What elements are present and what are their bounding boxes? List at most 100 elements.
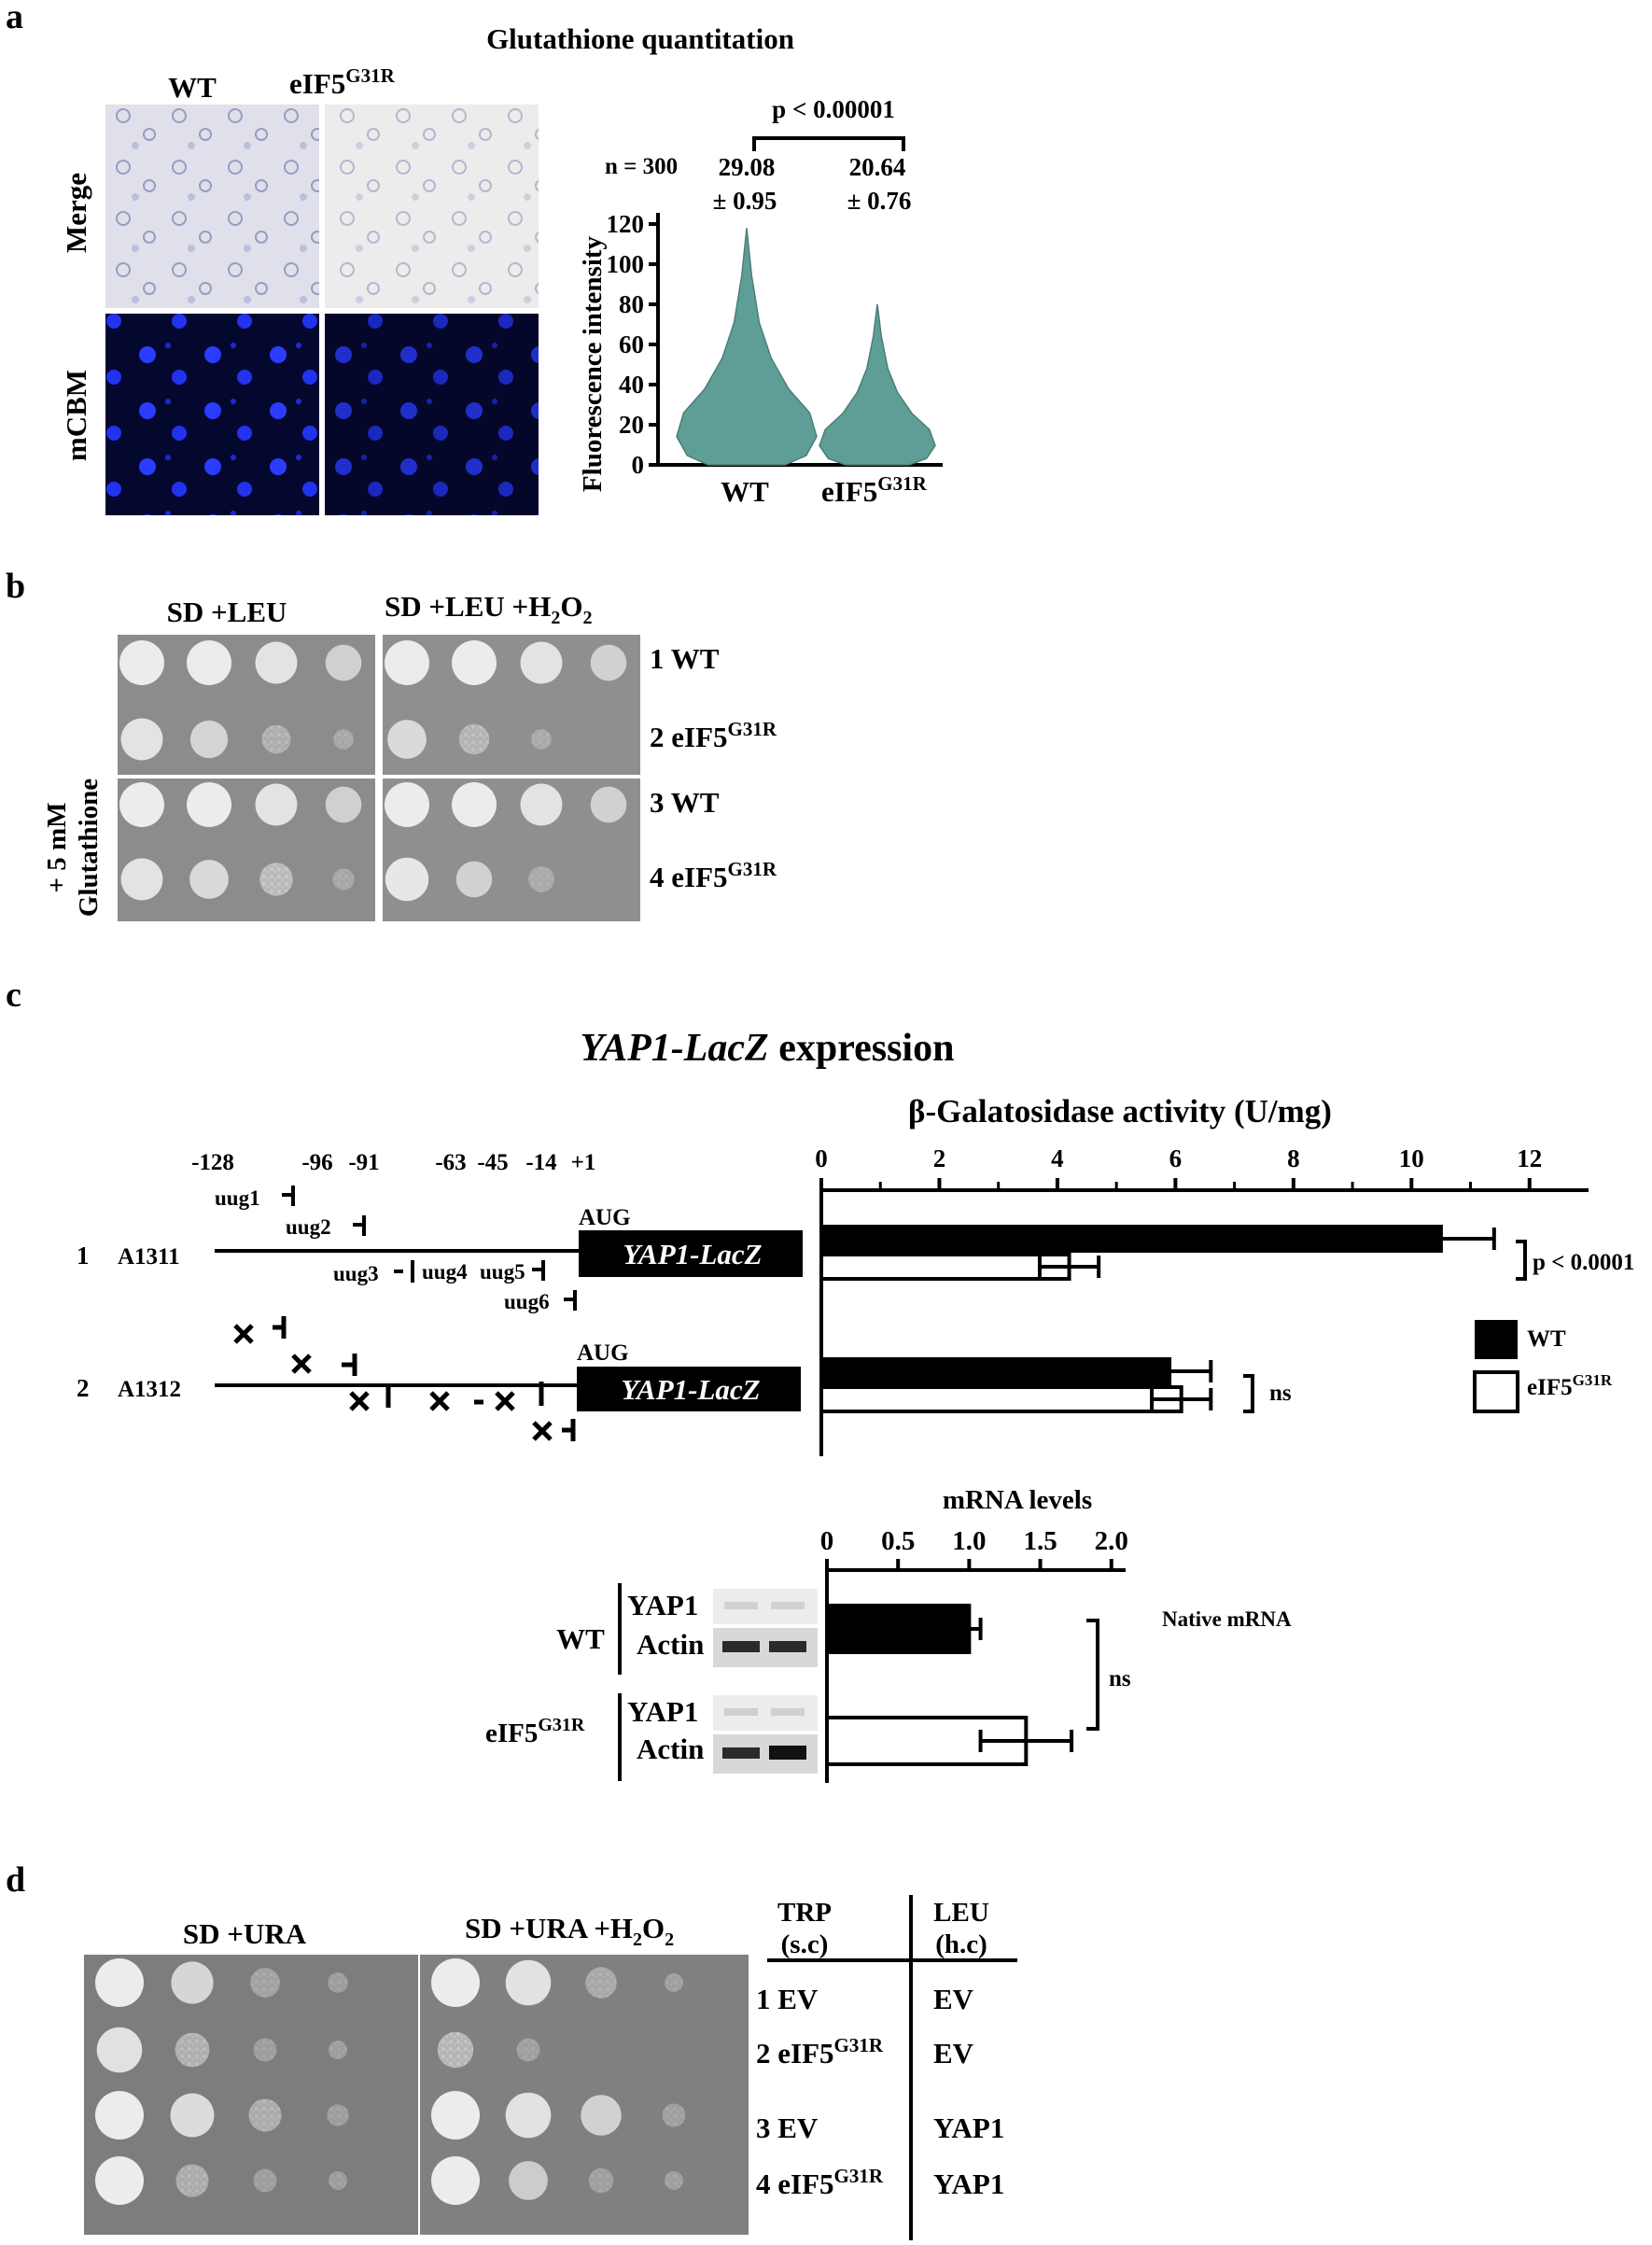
- aug-label: AUG: [577, 1340, 629, 1366]
- yeast-spot: [531, 729, 552, 750]
- micrograph-merge-mutant: [325, 105, 539, 308]
- yeast-spot: [96, 2027, 143, 2073]
- uug-label: uug5: [480, 1260, 525, 1284]
- table-header-leu-sub: (h.c): [935, 1929, 987, 1959]
- media-label-sd-ura: SD +URA: [183, 1917, 307, 1950]
- yeast-spot: [585, 1967, 617, 1999]
- betagal-x-tick-label: 8: [1287, 1144, 1300, 1172]
- table-header-trp-sub: (s.c): [781, 1929, 829, 1959]
- position-label: -63: [435, 1150, 466, 1175]
- yeast-spot: [261, 724, 291, 754]
- trp-plasmid-label: 1 EV: [756, 1983, 819, 2015]
- yeast-spot: [590, 786, 627, 823]
- yeast-spot: [170, 2093, 215, 2138]
- yeast-spot: [505, 1959, 552, 2006]
- violin-y-tick-label: 0: [632, 451, 645, 479]
- yeast-spot: [505, 2092, 552, 2139]
- significance-label-2: ns: [1269, 1381, 1292, 1406]
- micrograph-merge-wt: [105, 105, 319, 308]
- table-header-trp: TRP: [777, 1898, 832, 1928]
- uug-label: uug6: [504, 1290, 550, 1313]
- yeast-spot: [662, 2103, 686, 2127]
- gel-row-yap1: YAP1: [627, 1589, 698, 1621]
- legend-swatch-mutant: [1473, 1370, 1519, 1413]
- position-label: -14: [525, 1150, 557, 1175]
- strain-label: 4 eIF5G31R: [650, 858, 777, 893]
- construct-1-name: A1311: [118, 1244, 180, 1270]
- media-label-sd-leu: SD +LEU: [167, 596, 287, 628]
- construct-2-name: A1312: [118, 1377, 181, 1402]
- yeast-spot: [250, 1968, 280, 1998]
- native-mrna-label: Native mRNA: [1162, 1607, 1292, 1631]
- mrna-x-tick-label: 1.5: [1023, 1526, 1057, 1556]
- yeast-spot: [329, 2041, 347, 2059]
- yeast-spot: [175, 2164, 209, 2197]
- construct-diagram: -128 -96 -91 -63 -45 -14 +1 1 A1311 uug1…: [77, 1150, 803, 1441]
- yeast-spot: [665, 1973, 683, 1992]
- wt-sem-label: ± 0.95: [713, 187, 777, 215]
- yeast-spot: [175, 2032, 210, 2068]
- yeast-spot: [437, 2031, 474, 2069]
- uug-label: uug3: [333, 1262, 379, 1285]
- yeast-spot: [431, 1958, 480, 2007]
- mrna-section: mRNA levels Native mRNA WT eIF5G31R YAP1…: [485, 1485, 1292, 1783]
- uug-label: uug4: [422, 1260, 468, 1284]
- violin-y-tick-label: 40: [619, 371, 644, 399]
- betagal-bar-wt: [819, 1225, 1443, 1253]
- trp-plasmid-label: 4 eIF5G31R: [756, 2165, 884, 2200]
- mrna-title: mRNA levels: [943, 1485, 1092, 1515]
- position-label: -128: [191, 1150, 234, 1175]
- column-label-wt: WT: [168, 71, 217, 104]
- mutated-uug-markers: [233, 1316, 576, 1441]
- yeast-spot: [119, 782, 164, 827]
- yeast-spot: [452, 640, 497, 685]
- mrna-significance-label: ns: [1109, 1666, 1131, 1691]
- betagal-error-bar: [1037, 1256, 1101, 1278]
- micrograph-mcbm-wt: [105, 314, 319, 515]
- column-label-mutant: eIF5G31R: [289, 64, 396, 100]
- legend-label-mutant: eIF5G31R: [1527, 1371, 1613, 1400]
- yeast-spot: [520, 641, 563, 684]
- yeast-spot: [528, 866, 554, 892]
- gel-row-yap1: YAP1: [627, 1695, 698, 1728]
- significance-bracket-1: [1516, 1240, 1527, 1281]
- violin-category-mutant: eIF5G31R: [821, 472, 928, 508]
- yeast-spot: [119, 640, 164, 685]
- position-label: +1: [571, 1150, 596, 1175]
- panel-c-letter: c: [6, 975, 21, 1015]
- yeast-spot: [581, 2095, 622, 2136]
- violin-mutant: [819, 303, 936, 466]
- yeast-spot: [328, 1972, 348, 1993]
- betagal-error-bar: [1126, 1360, 1213, 1382]
- yeast-spot: [187, 782, 231, 827]
- violin-category-wt: WT: [721, 475, 769, 508]
- yeast-spot: [387, 720, 427, 759]
- p-value-label: p < 0.00001: [772, 95, 895, 123]
- uug-label: uug1: [215, 1186, 260, 1210]
- construct-2-box-label: YAP1-LacZ: [621, 1373, 760, 1406]
- violin-y-axis-label: Fluorescence intensity: [578, 235, 608, 492]
- betagal-bar-mutant: [819, 1385, 1183, 1413]
- panel-d-letter: d: [6, 1860, 25, 1900]
- media-label-sd-ura-h2o2: SD +URA +H2O2: [465, 1912, 674, 1950]
- yeast-spot: [332, 868, 355, 891]
- yeast-spot: [516, 2038, 540, 2062]
- betagal-error-bar: [1386, 1228, 1496, 1250]
- yeast-spot: [590, 644, 627, 681]
- violin-chart: Fluorescence intensity n = 300 p < 0.000…: [578, 95, 943, 508]
- strain-label: 1 WT: [650, 642, 720, 675]
- table-header-leu: LEU: [933, 1898, 989, 1928]
- yeast-spot: [431, 2091, 480, 2140]
- betagal-x-tick-label: 6: [1169, 1144, 1183, 1172]
- n-label: n = 300: [605, 154, 678, 179]
- side-label-glutathione-1: + 5 mM: [42, 802, 72, 892]
- yeast-spot: [385, 640, 429, 685]
- micrograph-mcbm-mutant: [325, 314, 539, 515]
- yeast-spot: [95, 1958, 144, 2007]
- media-label-sd-leu-h2o2: SD +LEU +H2O2: [385, 590, 592, 628]
- yeast-spot: [325, 786, 362, 823]
- violin-y-tick-label: 120: [607, 210, 645, 238]
